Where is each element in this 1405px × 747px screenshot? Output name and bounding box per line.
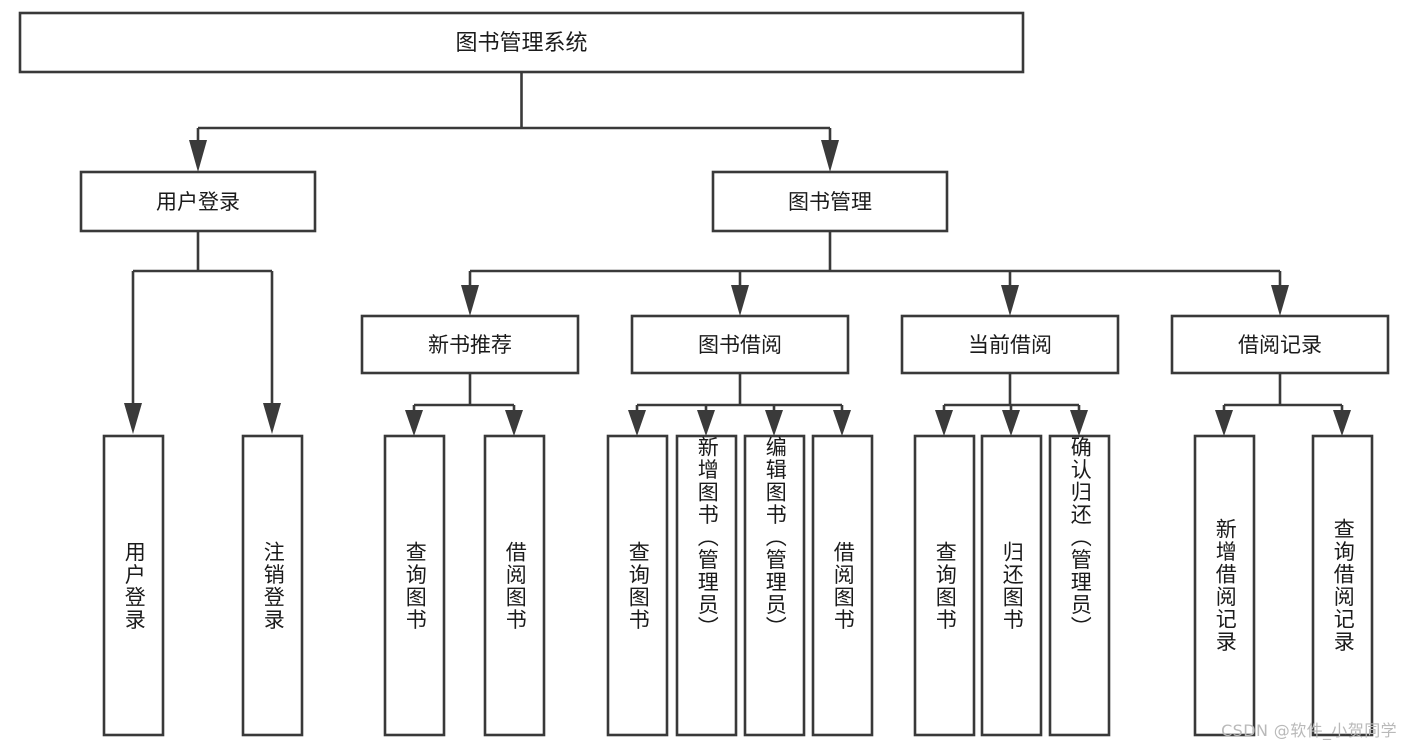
leaf-box-logout-login[interactable] bbox=[241, 434, 304, 737]
leaf-box-query-record[interactable] bbox=[1311, 434, 1374, 737]
connector-group bbox=[124, 72, 1351, 436]
arrowhead-leaf-query-book-2 bbox=[628, 410, 646, 436]
node-book-borrow[interactable]: 图书借阅 bbox=[630, 314, 850, 375]
leaf-box-add-record[interactable] bbox=[1193, 434, 1256, 737]
node-user-login-label: 用户登录 bbox=[156, 190, 240, 214]
node-current-borrow-box[interactable] bbox=[900, 314, 1120, 375]
arrowhead-leaf-query-record bbox=[1333, 410, 1351, 436]
node-root-box[interactable] bbox=[18, 11, 1025, 74]
node-borrow-record-label: 借阅记录 bbox=[1238, 333, 1322, 357]
node-book-management-label: 图书管理 bbox=[788, 190, 872, 214]
node-user-login-box[interactable] bbox=[79, 170, 317, 233]
arrowhead-leaf-borrow-book-2 bbox=[833, 410, 851, 436]
node-book-management[interactable]: 图书管理 bbox=[711, 170, 949, 233]
arrowhead-leaf-borrow-book-1 bbox=[505, 410, 523, 436]
arrowhead-user-login bbox=[189, 140, 207, 172]
node-book-borrow-label: 图书借阅 bbox=[698, 333, 782, 357]
arrowhead-leaf-logout-login bbox=[263, 403, 281, 434]
arrowhead-leaf-edit-book bbox=[765, 410, 783, 436]
leaf-box-confirm-return[interactable] bbox=[1048, 434, 1111, 737]
arrowhead-leaf-query-book-1 bbox=[405, 410, 423, 436]
node-book-management-box[interactable] bbox=[711, 170, 949, 233]
node-current-borrow[interactable]: 当前借阅 bbox=[900, 314, 1120, 375]
leaf-box-query-book-1[interactable] bbox=[383, 434, 446, 737]
node-borrow-record[interactable]: 借阅记录 bbox=[1170, 314, 1390, 375]
arrowhead-book-management bbox=[821, 140, 839, 172]
node-new-book-recommend-label: 新书推荐 bbox=[428, 333, 512, 357]
node-borrow-record-box[interactable] bbox=[1170, 314, 1390, 375]
leaf-box-query-book-3[interactable] bbox=[913, 434, 976, 737]
node-root[interactable]: 图书管理系统 bbox=[18, 11, 1025, 74]
node-new-book-recommend-box[interactable] bbox=[360, 314, 580, 375]
node-user-login[interactable]: 用户登录 bbox=[79, 170, 317, 233]
leaf-box-return-book[interactable] bbox=[980, 434, 1043, 737]
leaf-box-query-book-2[interactable] bbox=[606, 434, 669, 737]
leaf-box-edit-book[interactable] bbox=[743, 434, 806, 737]
arrowhead-borrow-record bbox=[1271, 285, 1289, 316]
node-new-book-recommend[interactable]: 新书推荐 bbox=[360, 314, 580, 375]
node-current-borrow-label: 当前借阅 bbox=[968, 333, 1052, 357]
arrowhead-new-book-recommend bbox=[461, 285, 479, 316]
arrowhead-leaf-add-book bbox=[697, 410, 715, 436]
leaf-box-borrow-book-2[interactable] bbox=[811, 434, 874, 737]
csdn-watermark: CSDN @软件_小贺同学 bbox=[1221, 721, 1397, 740]
arrowhead-leaf-return-book bbox=[1002, 410, 1020, 436]
leaf-box-add-book[interactable] bbox=[675, 434, 738, 737]
arrowhead-leaf-user-login bbox=[124, 403, 142, 434]
arrowhead-book-borrow bbox=[731, 285, 749, 316]
arrowhead-leaf-add-record bbox=[1215, 410, 1233, 436]
leaf-box-borrow-book-1[interactable] bbox=[483, 434, 546, 737]
arrowhead-current-borrow bbox=[1001, 285, 1019, 316]
arrowhead-leaf-confirm-return bbox=[1070, 410, 1088, 436]
node-book-borrow-box[interactable] bbox=[630, 314, 850, 375]
node-root-label: 图书管理系统 bbox=[455, 31, 587, 56]
leaf-box-user-login[interactable] bbox=[102, 434, 165, 737]
arrowhead-leaf-query-book-3 bbox=[935, 410, 953, 436]
